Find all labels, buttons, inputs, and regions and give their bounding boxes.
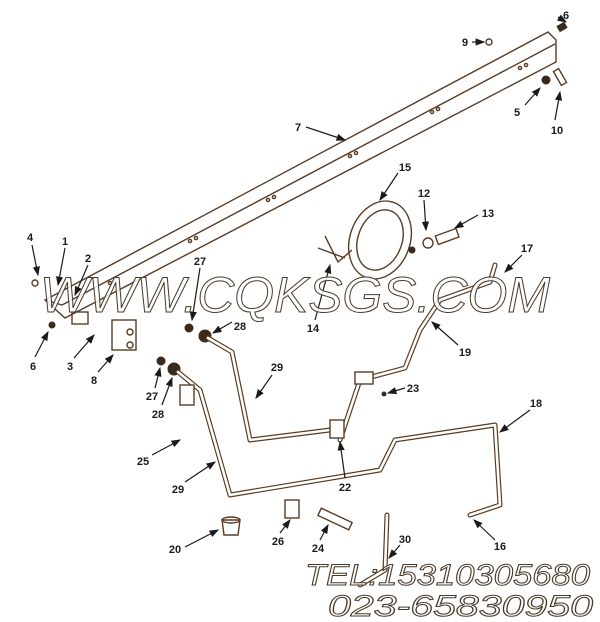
callout-label: 23 (407, 383, 419, 395)
callout-label: 15 (399, 162, 411, 174)
callout-label: 1 (62, 236, 68, 248)
callout-label: 17 (521, 243, 533, 255)
callout-label: 13 (482, 208, 494, 220)
callout-label: 4 (27, 232, 34, 244)
callout-label: 22 (339, 482, 351, 494)
callout-label: 6 (30, 361, 36, 373)
callout-label: 30 (399, 534, 411, 546)
callout-label: 29 (271, 362, 283, 374)
callout-label: 29 (172, 484, 184, 496)
callout-label: 28 (152, 409, 164, 421)
rail-bracket (43, 31, 557, 319)
watermark-phone: 023-65830950 (328, 590, 593, 622)
callout-label: 26 (272, 536, 284, 548)
callout-label: 27 (194, 256, 206, 268)
callout-label: 6 (563, 10, 569, 22)
callout-label: 18 (530, 398, 542, 410)
callout-label: 25 (137, 456, 149, 468)
callout-label: 20 (169, 544, 181, 556)
watermark-tel: TEL:15310305680 (305, 559, 590, 592)
callout-label: 10 (551, 125, 563, 137)
left-hardware (31, 279, 212, 376)
callout-label: 9 (462, 37, 468, 49)
callout-label: 27 (146, 391, 158, 403)
callout-label: 2 (85, 253, 91, 265)
callout-label: 16 (494, 541, 506, 553)
gasket-plate (317, 200, 460, 280)
callout-label: 7 (295, 122, 301, 134)
watermark: WWW.CQKSGS.COM TEL:15310305680 023-65830… (40, 267, 594, 622)
fittings (179, 371, 387, 536)
callout-label: 28 (234, 321, 246, 333)
watermark-url: WWW.CQKSGS.COM (40, 267, 550, 323)
callout-labels: 6 9 5 10 7 15 12 13 4 1 2 17 27 28 14 6 … (27, 10, 569, 556)
callout-label: 5 (514, 107, 520, 119)
callout-label: 19 (459, 347, 471, 359)
callout-label: 24 (312, 543, 325, 555)
callout-label: 8 (91, 375, 97, 387)
callout-arrows (31, 14, 568, 559)
callout-label: 3 (67, 361, 73, 373)
callout-label: 12 (418, 188, 430, 200)
callout-label: 14 (307, 323, 320, 335)
hardware-top (485, 21, 568, 87)
